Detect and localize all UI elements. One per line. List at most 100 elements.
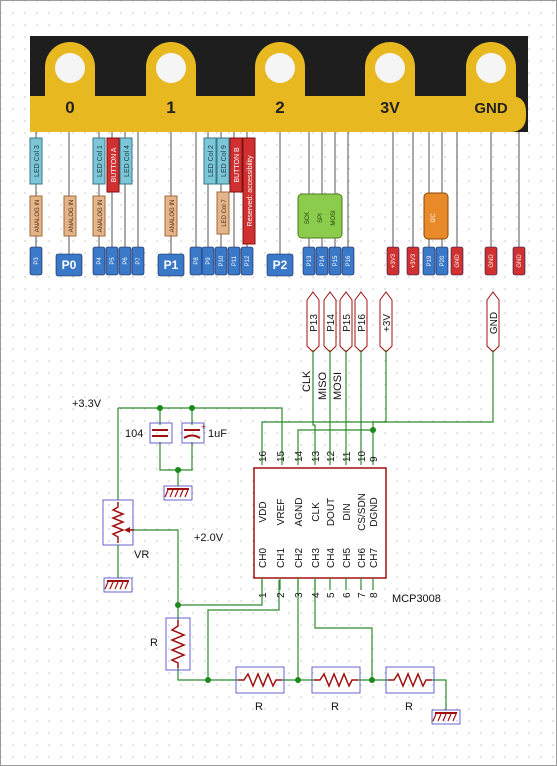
svg-text:ANALOG IN: ANALOG IN bbox=[35, 200, 41, 233]
svg-text:LED Col 2: LED Col 2 bbox=[208, 145, 215, 177]
pin-tab-p19: P19 bbox=[422, 246, 436, 276]
ic-pin-number: 16 bbox=[258, 450, 269, 462]
pin-tab-plus3v3: +3V3 bbox=[406, 246, 420, 276]
ic-pin-label: CLK bbox=[311, 502, 322, 522]
wire-clk bbox=[312, 350, 316, 465]
label-i2c: I2C bbox=[423, 192, 449, 240]
svg-text:BUTTON B: BUTTON B bbox=[234, 147, 241, 183]
function-labels: LED Col 3 ANALOG IN ANALOG IN LED Col 1 … bbox=[29, 137, 449, 245]
ic-pin-number: 7 bbox=[357, 592, 368, 598]
ground-symbol bbox=[163, 485, 193, 501]
junctions bbox=[157, 405, 376, 683]
ic-pin-label: DOUT bbox=[326, 498, 337, 526]
svg-text:LED Col 9: LED Col 9 bbox=[221, 145, 228, 177]
ic-pin-label: CH3 bbox=[311, 548, 322, 568]
ground-symbol bbox=[103, 577, 133, 593]
ic-pins: 16VDD15VREF14AGND13CLK12DOUT11DIN10CS/SD… bbox=[258, 450, 380, 598]
net-flag-plus3v: +3V bbox=[379, 291, 393, 353]
pad-3v: 3V bbox=[365, 42, 415, 132]
svg-text:ANALOG IN: ANALOG IN bbox=[98, 200, 104, 233]
ic-pin-label: DIN bbox=[342, 503, 353, 520]
pin-tab-p9: P9 bbox=[201, 246, 215, 276]
pin-tab-label: +3V3 bbox=[411, 253, 417, 268]
ic-pin-number: 12 bbox=[326, 450, 337, 462]
pad-0-label: 0 bbox=[65, 98, 74, 117]
pad-2: 2 bbox=[255, 42, 305, 132]
ic-pin-number: 2 bbox=[276, 592, 287, 598]
pin-tab-label: GND bbox=[489, 254, 495, 268]
wire-ch3 bbox=[314, 580, 373, 680]
ground-symbol bbox=[431, 709, 461, 725]
pin-tab-label: P3 bbox=[34, 257, 40, 265]
ic-body bbox=[253, 467, 387, 579]
cap-104-label: 104 bbox=[125, 428, 143, 440]
signal-miso: MISO bbox=[317, 371, 329, 400]
label-led-col1: LED Col 1 bbox=[92, 137, 106, 185]
pin-tab-label: P12 bbox=[245, 255, 251, 266]
svg-text:LED Col 3: LED Col 3 bbox=[34, 145, 41, 177]
pin-tab-p10: P10 bbox=[214, 246, 228, 276]
ic-pin-label: CH6 bbox=[357, 548, 368, 568]
ic-pin-number: 9 bbox=[369, 456, 380, 462]
pin-tab-label: P8 bbox=[194, 257, 200, 265]
label-button-b: BUTTON B bbox=[229, 137, 243, 193]
svg-text:LED Col 7: LED Col 7 bbox=[222, 199, 228, 227]
ic-pin-label: VREF bbox=[276, 499, 287, 526]
pin-tab-label: P9 bbox=[206, 257, 212, 265]
pin-tab-p13: P13 bbox=[302, 246, 316, 276]
label-analog-p1: ANALOG IN bbox=[164, 195, 178, 237]
ic-pin-label: CH1 bbox=[276, 548, 287, 568]
net-flag-gnd: GND bbox=[486, 291, 500, 353]
pin-tab-label: P11 bbox=[232, 255, 238, 266]
net-flag-p14: P14 bbox=[323, 291, 337, 353]
net-flag-label: P15 bbox=[342, 314, 353, 332]
pin-tab-p7: P7 bbox=[131, 246, 145, 276]
ic-pin-number: 13 bbox=[311, 450, 322, 462]
wire-vref bbox=[118, 407, 283, 465]
pad-3v-label: 3V bbox=[380, 100, 400, 117]
ic-name: MCP3008 bbox=[392, 593, 441, 605]
pin-tab-p6: P6 bbox=[118, 246, 132, 276]
ic-pin-number: 8 bbox=[369, 592, 380, 598]
pin-tab-label: P20 bbox=[440, 255, 446, 266]
pin-tab-label: P1 bbox=[164, 258, 179, 272]
pin-tab-label: P19 bbox=[427, 255, 433, 266]
signal-labels: CLK MISO MOSI bbox=[301, 370, 344, 400]
pad-1: 1 bbox=[146, 42, 196, 132]
rail-2v0-label: +2.0V bbox=[194, 532, 224, 544]
wire-3v-vdd bbox=[261, 350, 387, 465]
ic-pin-number: 6 bbox=[342, 592, 353, 598]
vr-label: VR bbox=[134, 549, 149, 561]
pin-tab-p1: P1 bbox=[157, 253, 185, 277]
net-flag-p15: P15 bbox=[339, 291, 353, 353]
pin-tab-label: +3V3 bbox=[391, 253, 397, 268]
pin-tab-label: P6 bbox=[123, 257, 129, 265]
pin-tab-p20: P20 bbox=[435, 246, 449, 276]
ic-pin-label: AGND bbox=[294, 498, 305, 527]
wire-r-bottom bbox=[177, 668, 208, 681]
ic-pin-number: 5 bbox=[326, 592, 337, 598]
pin-tab-p12: P12 bbox=[240, 246, 254, 276]
label-button-a: BUTTON A bbox=[106, 137, 120, 193]
svg-text:MOSI: MOSI bbox=[331, 210, 337, 226]
ic-pin-number: 3 bbox=[294, 592, 305, 598]
pin-tab-label: P14 bbox=[320, 255, 326, 266]
label-reserved: Reserved: accessibility bbox=[242, 137, 256, 245]
cap-104: 104 bbox=[125, 422, 173, 444]
label-analog-p3: ANALOG IN bbox=[29, 195, 43, 237]
pin-tab-label: GND bbox=[455, 254, 461, 268]
svg-text:SPI: SPI bbox=[318, 213, 324, 223]
ic-pin-number: 1 bbox=[258, 592, 269, 598]
ic-pin-label: CH4 bbox=[326, 548, 337, 568]
resistor-h2: R bbox=[311, 666, 361, 713]
resistor-h2-label: R bbox=[331, 701, 339, 713]
ic-pin-number: 10 bbox=[357, 450, 368, 462]
signal-mosi: MOSI bbox=[332, 372, 344, 400]
label-led-col7: LED Col 7 bbox=[216, 191, 230, 235]
svg-text:LED Col 4: LED Col 4 bbox=[124, 145, 131, 177]
pin-tab-plus3v3: +3V3 bbox=[386, 246, 400, 276]
pin-tab-label: P7 bbox=[136, 257, 142, 265]
pin-tab-label: P4 bbox=[97, 257, 103, 265]
label-led-col4: LED Col 4 bbox=[119, 137, 133, 185]
